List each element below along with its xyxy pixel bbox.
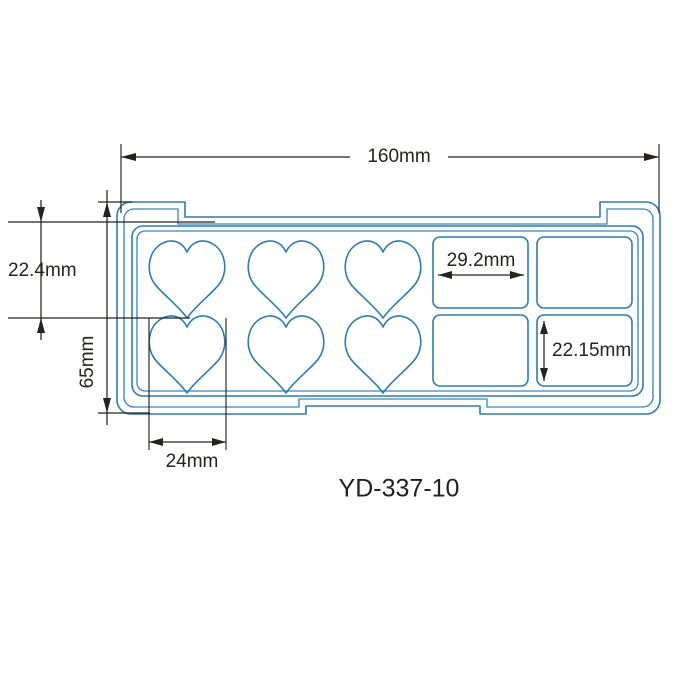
dimension-overall-width: 160mm [120,144,660,213]
arrowhead-160-right [644,153,659,161]
dimension-heart-width: 24mm [148,318,227,472]
heart-cavity-r2c2 [247,315,325,394]
heart-cavity-r1c2 [247,240,325,319]
heart-cavity-r1c3 [344,240,422,319]
arrowhead-24-right [212,438,226,446]
arrowhead-22-15-bottom [540,368,548,381]
tray-rim-offset-line [123,208,654,408]
arrowhead-22-4-upper [37,207,45,222]
square-cavity-r1c1 [432,236,529,309]
heart-cavity-r2c1 [148,315,226,394]
dimension-label-65mm: 65mm [77,336,98,389]
heart-cavity-r1c1 [148,240,226,319]
tray-part-geometry [116,201,661,415]
heart-cavity-r2c3 [344,315,422,394]
arrowhead-65-bottom [103,398,111,413]
square-cavity-r2c1 [432,314,529,387]
square-cavity-r1c2 [536,236,633,309]
arrowhead-22-4-lower [37,318,45,333]
dimension-label-160mm: 160mm [367,146,430,167]
dimension-overall-height: 65mm [77,190,150,425]
arrowhead-65-top [103,202,111,217]
dimension-square-width: 29.2mm [438,250,524,279]
tray-inner-field-offset-line [136,230,639,392]
arrowhead-160-left [121,153,136,161]
arrowhead-24-left [149,438,163,446]
dimension-label-22-4mm: 22.4mm [8,260,77,281]
arrowhead-29-2-right [510,271,524,279]
dimension-label-24mm: 24mm [166,451,219,472]
square-cavity-r2c2 [536,314,633,387]
model-number-label: YD-337-10 [339,475,460,503]
dimension-top-offset: 22.4mm [8,200,215,340]
arrowhead-29-2-left [438,271,452,279]
dimension-square-height: 22.15mm [540,321,631,381]
tray-inner-field-outline [131,225,644,397]
dimension-label-22-15mm: 22.15mm [552,340,631,361]
dimension-label-29-2mm: 29.2mm [447,250,516,271]
arrowhead-22-15-top [540,321,548,334]
